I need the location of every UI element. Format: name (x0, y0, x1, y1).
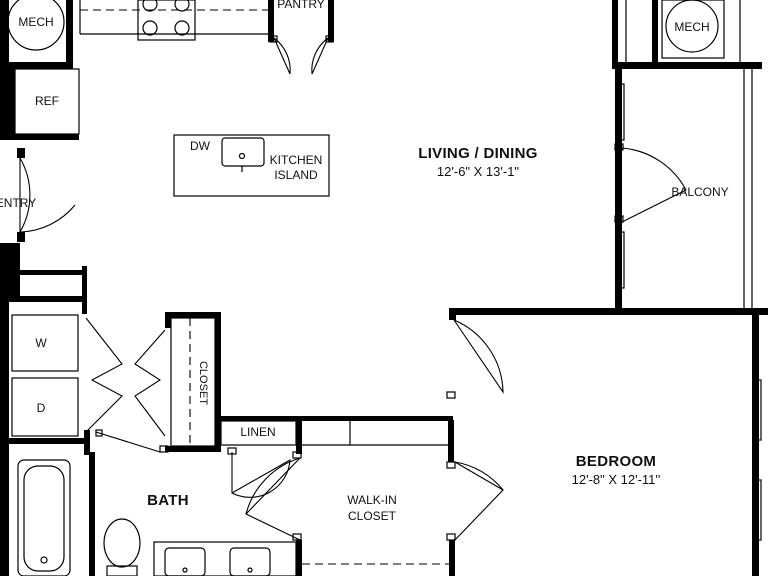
pantry-label: PANTRY (277, 0, 325, 11)
bath-label: BATH (147, 492, 189, 509)
bedroom-title: BEDROOM (576, 453, 656, 470)
balcony-label: BALCONY (671, 185, 728, 199)
walk-in-closet-label-line1: WALK-IN (347, 493, 397, 507)
labels: MECH MECH PANTRY REF DW KITCHEN ISLAND L… (0, 0, 729, 523)
kitchen-island-label-line1: KITCHEN (270, 153, 323, 167)
closet-label: CLOSET (197, 361, 209, 405)
washer-label: W (35, 336, 47, 350)
living-dining-dimensions: 12'-6" X 13'-1" (437, 164, 520, 179)
dishwasher-label: DW (190, 139, 211, 153)
dryer-label: D (37, 401, 46, 415)
bedroom-dimensions: 12'-8" X 12'-11'' (572, 472, 661, 487)
linen-label: LINEN (240, 425, 275, 439)
mech-left-label: MECH (18, 15, 53, 29)
walk-in-closet-label-line2: CLOSET (348, 509, 397, 523)
ref-label: REF (35, 94, 59, 108)
living-dining-title: LIVING / DINING (418, 145, 538, 162)
doors (19, 35, 687, 541)
kitchen-island-label-line2: ISLAND (274, 168, 318, 182)
mech-right-unit (665, 0, 719, 53)
mech-left-unit (7, 0, 65, 51)
entry-label: ENTRY (0, 196, 36, 210)
mech-right-label: MECH (674, 20, 709, 34)
fixture-lines (11, 0, 762, 576)
